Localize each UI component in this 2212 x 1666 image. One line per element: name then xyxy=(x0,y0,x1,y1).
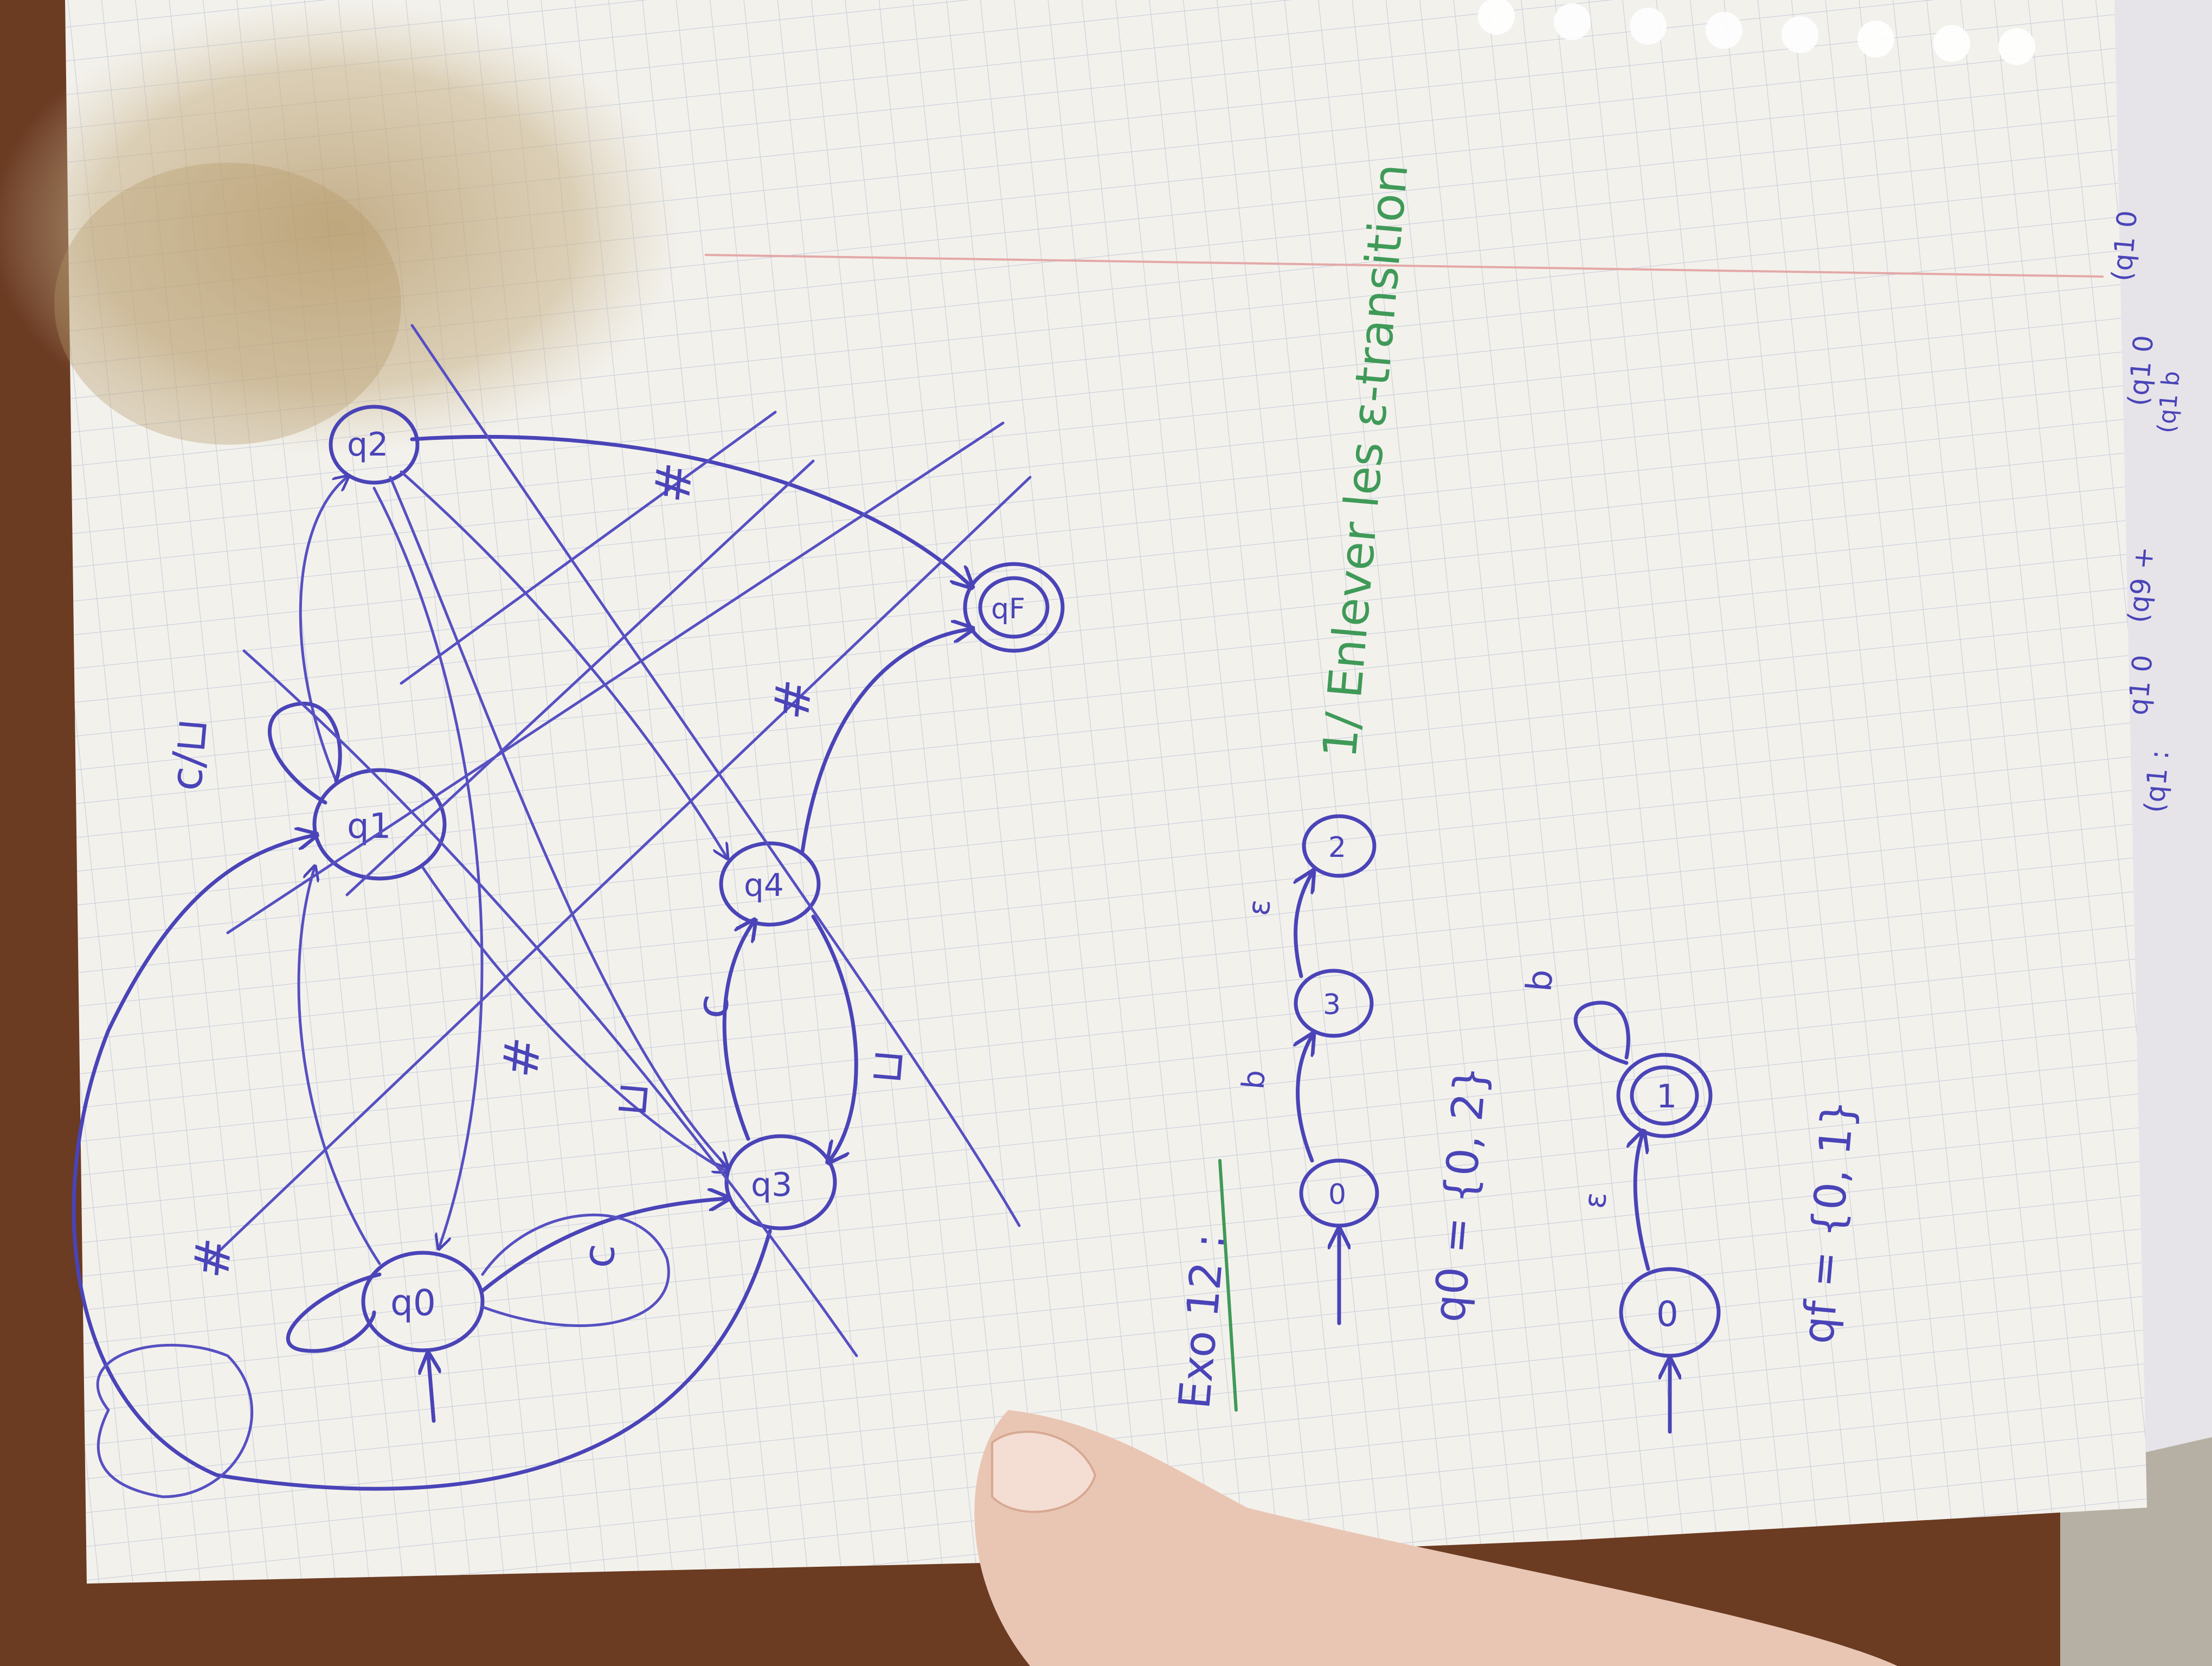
automaton-diagram: q2 q1 qF q4 q3 q0 # c c/⊔ xyxy=(72,324,1065,1498)
side-note-3: (q1 b xyxy=(2152,370,2185,434)
side-note-5: q1 0 xyxy=(2122,653,2158,716)
state-q2-label: q2 xyxy=(347,426,388,464)
hand xyxy=(974,1410,1898,1666)
state-q4-label: q4 xyxy=(744,867,784,904)
edge-initial-q0 xyxy=(428,1356,434,1423)
auto1-label-eps: ε xyxy=(1241,898,1277,917)
state-q3-label: q3 xyxy=(751,1166,792,1204)
loop-q0 xyxy=(286,1272,382,1353)
label-q3-q4: c xyxy=(686,992,738,1021)
side-note-1: (q1 0 xyxy=(2106,209,2143,283)
cross-line-2 xyxy=(345,459,815,896)
side-note-4: (q9 + xyxy=(2122,546,2160,624)
auto1-state-2-label: 2 xyxy=(1328,831,1346,864)
side-note-6: (q1 : xyxy=(2138,749,2175,814)
state-q3 xyxy=(724,1134,837,1231)
cross-line-1 xyxy=(204,476,1032,1265)
loop-q0-c xyxy=(481,1213,670,1327)
side-notes: (q1 0 (q1 0 (q1 b (q9 + q1 0 (q1 : xyxy=(2106,209,2185,814)
state-q2 xyxy=(329,405,420,485)
label-loop-q0: # xyxy=(183,1235,243,1281)
coffee-stain-core xyxy=(54,163,401,445)
auto1-edge-0-3 xyxy=(1298,1036,1312,1163)
auto2-loop-1 xyxy=(1573,1001,1630,1065)
auto2-state-0-label: 0 xyxy=(1656,1295,1679,1335)
auto1-edge-3-2 xyxy=(1296,873,1312,978)
label-q1-q3: ⊔ xyxy=(605,1080,658,1118)
spiral-holes xyxy=(1478,0,2035,65)
auto1-state-3 xyxy=(1294,969,1374,1038)
label-q0-q3: c xyxy=(573,1242,625,1270)
cross-line-6 xyxy=(400,411,777,685)
edge-q0-q1 xyxy=(297,868,381,1265)
state-q0-label: q0 xyxy=(390,1282,436,1324)
state-q4 xyxy=(719,841,821,927)
label-q2-q0: # xyxy=(492,1035,552,1080)
auto2-state-0 xyxy=(1619,1267,1721,1358)
state-qF-label: qF xyxy=(991,593,1025,625)
exo-title-underline xyxy=(1218,1159,1238,1412)
label-q4-q3: ⊔ xyxy=(860,1047,913,1085)
loop-extra-circle xyxy=(96,1343,254,1498)
auto1-state-2 xyxy=(1302,814,1377,878)
edge-q1-q3 xyxy=(421,866,726,1171)
cross-line-4 xyxy=(242,649,858,1357)
edge-q2-q0 xyxy=(372,486,484,1247)
cross-line-5 xyxy=(226,421,1005,934)
state-qF-outer xyxy=(963,562,1065,653)
edge-q0-q3 xyxy=(480,1199,726,1293)
page-grid xyxy=(65,0,2147,1584)
auto2-state-1-outer xyxy=(1616,1053,1713,1138)
edge-q3-q1-long xyxy=(72,835,772,1491)
loop-q1 xyxy=(268,702,342,805)
auto1-state-0-label: 0 xyxy=(1328,1178,1346,1211)
label-q2-qF: # xyxy=(644,460,704,505)
edge-q1-q2 xyxy=(299,477,347,783)
label-loop-q1: c/⊔ xyxy=(160,716,217,793)
coffee-stain xyxy=(0,0,683,456)
auto2-label-eps: ε xyxy=(1577,1190,1613,1210)
edge-q2-qF xyxy=(410,434,970,586)
thumbnail xyxy=(991,1431,1097,1513)
state-q1 xyxy=(312,768,447,881)
auto2-state-1-inner xyxy=(1630,1065,1699,1126)
label-q4-qF: # xyxy=(763,677,823,722)
auto1-state-3-label: 3 xyxy=(1323,989,1341,1021)
auto2-edge-0-1 xyxy=(1635,1133,1650,1271)
auto2-label-b: b xyxy=(1519,967,1561,993)
auto1-state-0 xyxy=(1299,1158,1379,1228)
edge-q3-q4 xyxy=(722,922,754,1141)
margin-line xyxy=(704,254,2104,278)
edge-q4-q3 xyxy=(811,914,858,1161)
auto2-state-1-label: 1 xyxy=(1656,1078,1677,1116)
edge-q4-qF xyxy=(800,629,970,854)
cross-line-3 xyxy=(410,324,1021,1227)
state-qF-inner xyxy=(978,576,1050,639)
edge-q2-q3 xyxy=(389,476,726,1166)
auto1-label-b: b xyxy=(1236,1068,1272,1091)
side-note-2: (q1 0 xyxy=(2122,334,2159,407)
